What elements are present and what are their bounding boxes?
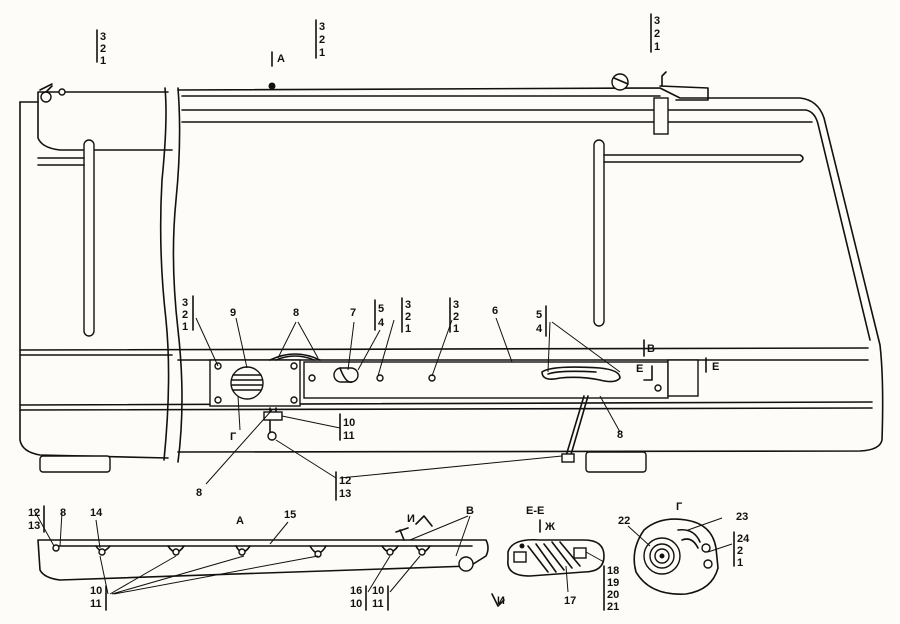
callout-label: 12 [28,507,40,519]
part-7-label: 7 [350,307,356,319]
view-i-bottom-label: И [497,595,505,607]
callout-label: 3 [654,15,660,27]
callout-label: 16 [350,585,362,597]
callout-label: 2 [453,311,459,323]
callout-label: 13 [28,520,40,532]
callout-label: 2 [100,43,106,55]
callout-label: 10 [343,417,355,429]
callout-top-right: 3 2 1 [654,15,660,53]
callout-label: 2 [319,34,325,46]
callout-label: 1 [405,323,411,335]
part-15-label: 15 [284,509,296,521]
section-b-mark-label: В [647,343,655,355]
view-zh-mark-label: Ж [544,521,555,533]
callout-pair-left: 5 4 [378,303,385,329]
callout-label: 3 [405,299,411,311]
callout-18-21: 18 19 20 21 [607,565,619,613]
section-e-right-label: Е [712,361,719,373]
callout-label: 2 [737,545,743,557]
leader-lines-main [195,317,621,485]
feet [39,451,647,473]
single-labels: А В Е Е 9 8 7 6 8 8 Г А 8 14 15 И В Е-Е … [60,53,748,607]
callout-label: 19 [607,577,619,589]
callout-label: 4 [536,323,543,335]
callout-label: 2 [654,28,660,40]
view-g-main-label: Г [230,431,237,443]
section-a-top-label: А [277,53,285,65]
callout-label: 12 [339,475,351,487]
main-body-outline [19,85,884,463]
callout-label: 11 [372,598,384,610]
part-22-label: 22 [618,515,630,527]
callout-10-11-main: 10 11 [343,417,355,442]
callout-label: 3 [100,31,106,43]
detail-g-title: Г [676,501,683,513]
top-pins [39,71,667,103]
callout-label: 11 [90,598,102,610]
callout-label: 1 [319,47,325,59]
callout-label: 21 [607,601,619,613]
callout-left-mid: 3 2 1 [182,297,188,333]
window-slots [37,139,804,337]
callout-top-left: 3 2 1 [100,31,106,67]
callout-12-13-detail: 12 13 [28,507,40,532]
callout-label: 1 [654,41,660,53]
part-17-label: 17 [564,595,576,607]
callout-pair-right: 5 4 [536,309,543,335]
part-8-top-label: 8 [293,307,299,319]
detail-a-title: А [236,515,244,527]
callout-label: 2 [405,311,411,323]
callout-16-10-detail: 16 10 [350,585,362,610]
callout-label: 1 [453,323,459,335]
callout-label: 4 [378,317,385,329]
section-ee-title: Е-Е [526,505,544,517]
callout-label: 11 [343,430,355,442]
callout-label: 3 [319,21,325,33]
part-9-label: 9 [230,307,236,319]
callout-label: 5 [378,303,384,315]
section-marks [271,51,707,381]
part-8-bottom-right-label: 8 [617,429,623,441]
callout-label: 10 [90,585,102,597]
callout-10-11-detail-b: 10 11 [372,585,384,610]
callout-label: 1 [182,321,188,333]
callout-label: 24 [737,533,750,545]
detail-g-drawing [627,517,733,595]
callout-label: 10 [350,598,362,610]
callout-center-a: 3 2 1 [405,299,411,335]
part-8-bottom-left-label: 8 [196,487,202,499]
callout-label: 1 [100,55,106,67]
callout-label: 3 [453,299,459,311]
detail-a-drawing [33,509,489,595]
callout-label: 3 [182,297,188,309]
callout-top-mid: 3 2 1 [319,21,325,59]
callout-center-b: 3 2 1 [453,299,459,335]
callout-10-11-detail-a: 10 11 [90,585,102,610]
lower-plate [209,353,699,463]
section-e-mark-label: Е [636,363,643,375]
callout-label: 5 [536,309,542,321]
part-23-label: 23 [736,511,748,523]
callout-label: 1 [737,557,743,569]
callout-label: 10 [372,585,384,597]
part-6-label: 6 [492,305,498,317]
part-14-label: 14 [90,507,103,519]
callout-bars [43,13,735,611]
callout-label: 18 [607,565,619,577]
view-i-top-label: И [407,513,415,525]
callout-label: 13 [339,488,351,500]
part-8-detail-label: 8 [60,507,66,519]
section-ee-drawing [491,519,605,607]
callout-24-2-1: 24 2 1 [737,533,750,569]
callout-12-13-main: 12 13 [339,475,351,500]
callout-label: 2 [182,309,188,321]
view-b-detail-label: В [466,505,474,517]
callout-label: 20 [607,589,619,601]
